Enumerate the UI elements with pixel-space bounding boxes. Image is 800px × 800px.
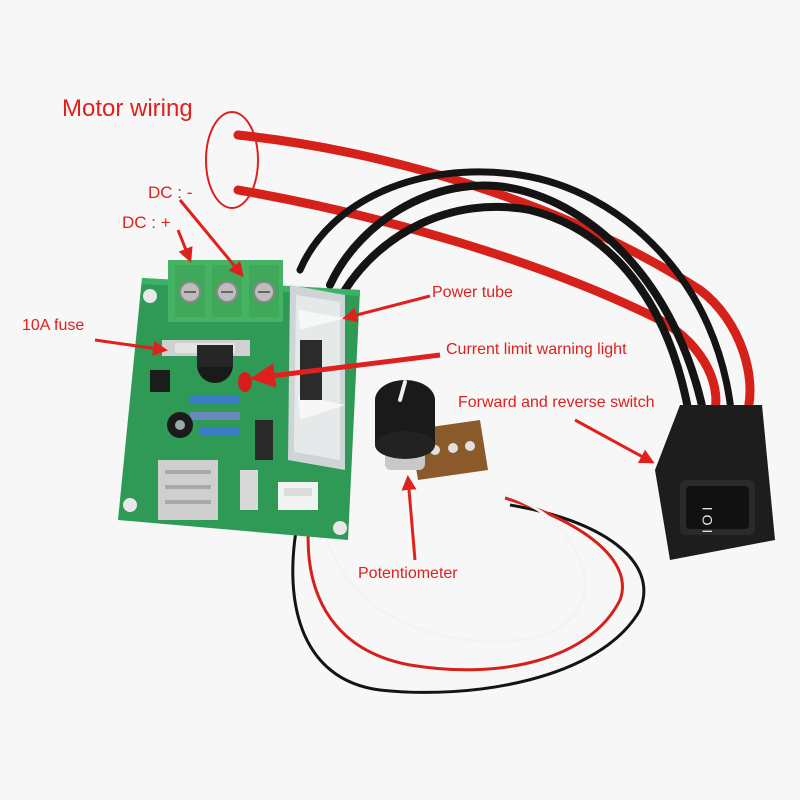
power-tube-heatsink (288, 285, 345, 470)
warning-light-label: Current limit warning light (446, 341, 627, 358)
terminal-block (168, 260, 283, 322)
motor-wiring-label: Motor wiring (62, 95, 193, 122)
dc-plus-label: DC : + (122, 213, 171, 232)
power-tube-label: Power tube (432, 284, 513, 301)
potentiometer-illustration (375, 380, 488, 480)
rocker-switch (655, 405, 775, 560)
potentiometer-wires (291, 490, 646, 694)
fuse-label: 10A fuse (22, 317, 85, 334)
switch-label: Forward and reverse switch (458, 394, 655, 411)
switch-marking: I O I (699, 507, 715, 533)
potentiometer-label: Potentiometer (358, 565, 458, 582)
motor-wires (233, 130, 755, 425)
annotation-marks (94, 111, 655, 561)
dc-minus-label: DC : - (148, 183, 193, 202)
